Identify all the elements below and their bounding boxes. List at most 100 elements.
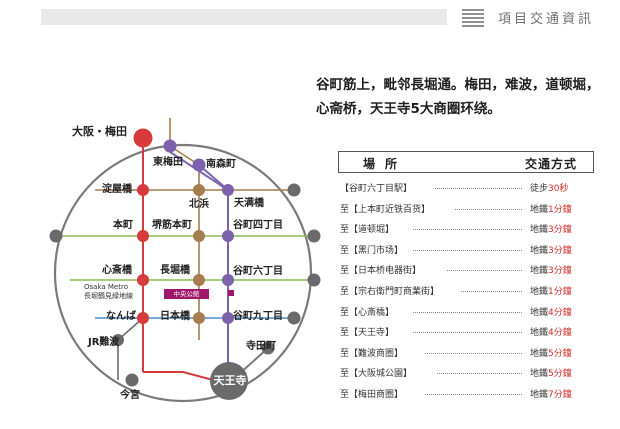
table-row: 至【黑门市场】 地鐵3分鐘 [340, 244, 592, 258]
table-row: 至【道顿堀】 地鐵3分鐘 [340, 223, 592, 237]
label-yodoyabashi: 淀屋橋 [102, 184, 132, 195]
station-tanimachi-9[interactable] [222, 312, 234, 324]
table-row: 【谷町六丁目駅】徒步30秒 [340, 182, 592, 196]
row-mode: 地鐵 [530, 328, 549, 339]
station-yodoyabashi[interactable] [137, 184, 149, 196]
row-place: 至【天王寺】 [340, 328, 395, 339]
station-tanimachi-4[interactable] [222, 230, 234, 242]
row-dot-leader [435, 188, 522, 189]
row-mode: 地鐵 [530, 225, 549, 236]
row-time: 3分鐘 [548, 266, 572, 277]
station-minami-morimachi[interactable] [192, 158, 206, 172]
label-sakaisuji-honmachi: 堺筋本町 [152, 220, 192, 231]
metro-note-line-1: Osaka Metro [84, 283, 128, 291]
station-teradacho[interactable] [261, 341, 275, 355]
row-transport: 地鐵3分鐘 [530, 223, 572, 237]
station-jr-namba[interactable] [112, 334, 124, 346]
row-time: 4分鐘 [548, 307, 572, 318]
label-nagahoribashi: 長堀橋 [160, 265, 190, 276]
metro-line-note: Osaka Metro 長堀鶴見緑地線 [84, 283, 133, 301]
station-tanimachi-6[interactable] [222, 274, 234, 286]
table-row: 至【日本桥电器街】 地鐵3分鐘 [340, 264, 592, 278]
station-nagahoribashi[interactable] [193, 274, 205, 286]
label-honmachi: 本町 [113, 220, 133, 231]
row-transport: 地鐵3分鐘 [530, 244, 572, 258]
station-shinsaibashi[interactable] [137, 274, 149, 286]
list-icon [462, 8, 484, 27]
row-place: 至【上本町近铁百货】 [340, 204, 431, 215]
station-loop-east[interactable] [287, 183, 301, 197]
row-dot-leader [461, 291, 522, 292]
station-honmachi[interactable] [137, 230, 149, 242]
park-label: 中央公館 [164, 289, 209, 299]
row-dot-leader [455, 208, 522, 210]
station-tennoji[interactable] [210, 362, 248, 400]
row-dot-leader [447, 270, 522, 272]
row-time: 5分鐘 [548, 348, 572, 359]
label-tenmabashi: 天满橋 [234, 198, 264, 209]
row-transport: 地鐵1分鐘 [530, 203, 572, 217]
row-transport: 徒步30秒 [530, 182, 568, 196]
header-place: 場所 [363, 157, 408, 171]
row-mode: 地鐵 [530, 348, 549, 359]
page-title: 項目交通資訊 [498, 12, 595, 27]
label-namba: なんば [106, 311, 136, 322]
row-transport: 地鐵5分鐘 [530, 347, 572, 361]
station-higashi-umeda[interactable] [163, 139, 177, 153]
station-nipponbashi[interactable] [193, 312, 205, 324]
row-transport: 地鐵3分鐘 [530, 264, 572, 278]
row-place: 至【梅田商圏】 [340, 390, 404, 400]
header-bar [41, 9, 447, 25]
row-mode: 地鐵 [530, 266, 549, 277]
metro-map-graphic [49, 118, 321, 403]
row-transport: 地鐵1分鐘 [530, 285, 572, 299]
row-time: 1分鐘 [548, 204, 572, 215]
row-place: 至【宗右衛門町商業街】 [340, 287, 440, 297]
row-mode: 地鐵 [530, 307, 549, 318]
row-dot-leader [425, 394, 522, 395]
row-dot-leader [413, 249, 522, 251]
row-place: 至【日本桥电器街】 [340, 266, 422, 277]
row-dot-leader [437, 373, 522, 375]
station-imamiya[interactable] [125, 373, 139, 387]
intro-text: 谷町筋上，毗邻長堀通。梅田，难波，道顿堀， 心斋桥，天王寺5大商圈环绕。 [316, 73, 611, 121]
table-header: 場所 交通方式 [338, 151, 594, 173]
station-loop-morinomiya[interactable] [307, 229, 321, 243]
table-row: 至【梅田商圏】 地鐵7分鐘 [340, 388, 592, 402]
row-time: 3分鐘 [548, 245, 572, 256]
row-mode: 地鐵 [530, 369, 549, 380]
row-time: 1分鐘 [548, 287, 572, 297]
station-loop-tsuruhashi[interactable] [287, 311, 301, 325]
table-row: 至【心斎橋】 地鐵4分鐘 [340, 306, 592, 320]
station-namba[interactable] [137, 312, 149, 324]
station-tenmabashi[interactable] [222, 184, 234, 196]
intro-line-1: 谷町筋上，毗邻長堀通。梅田，难波，道顿堀， [316, 77, 600, 93]
label-higashi-umeda: 東梅田 [153, 157, 183, 168]
project-marker [228, 290, 234, 296]
label-tanimachi-6: 谷町六丁目 [233, 266, 283, 277]
table-row: 至【上本町近铁百货】 地鐵1分鐘 [340, 203, 592, 217]
row-time: 5分鐘 [548, 369, 572, 380]
label-tanimachi-9: 谷町九丁目 [233, 311, 283, 322]
label-tennoji: 天王寺 [213, 374, 247, 387]
row-dot-leader [413, 332, 522, 334]
row-transport: 地鐵5分鐘 [530, 367, 572, 381]
row-transport: 地鐵7分鐘 [530, 388, 572, 402]
metro-map: 大阪・梅田 東梅田 南森町 淀屋橋 北浜 天满橋 本町 堺筋本町 谷町四丁目 心… [49, 118, 321, 403]
label-jr-namba: JR難波 [88, 337, 120, 348]
station-kitahama[interactable] [193, 184, 205, 196]
row-place: 至【心斎橋】 [340, 307, 395, 318]
label-osaka-umeda: 大阪・梅田 [72, 125, 127, 138]
row-place: 至【道顿堀】 [340, 225, 395, 236]
station-osaka-umeda[interactable] [133, 128, 153, 148]
table-row: 至【宗右衛門町商業街】 地鐵1分鐘 [340, 285, 592, 299]
row-place: 至【黑门市场】 [340, 245, 404, 256]
station-loop-west[interactable] [49, 229, 63, 243]
label-minami-morimachi: 南森町 [206, 159, 236, 170]
station-loop-tamatsukuri[interactable] [307, 273, 321, 287]
station-sakaisuji-honmachi[interactable] [193, 230, 205, 242]
table-row: 至【難波商圏】地鐵5分鐘 [340, 347, 592, 361]
line-sakaisuji [169, 118, 200, 340]
row-dot-leader [413, 229, 522, 231]
row-mode: 地鐵 [530, 204, 549, 215]
